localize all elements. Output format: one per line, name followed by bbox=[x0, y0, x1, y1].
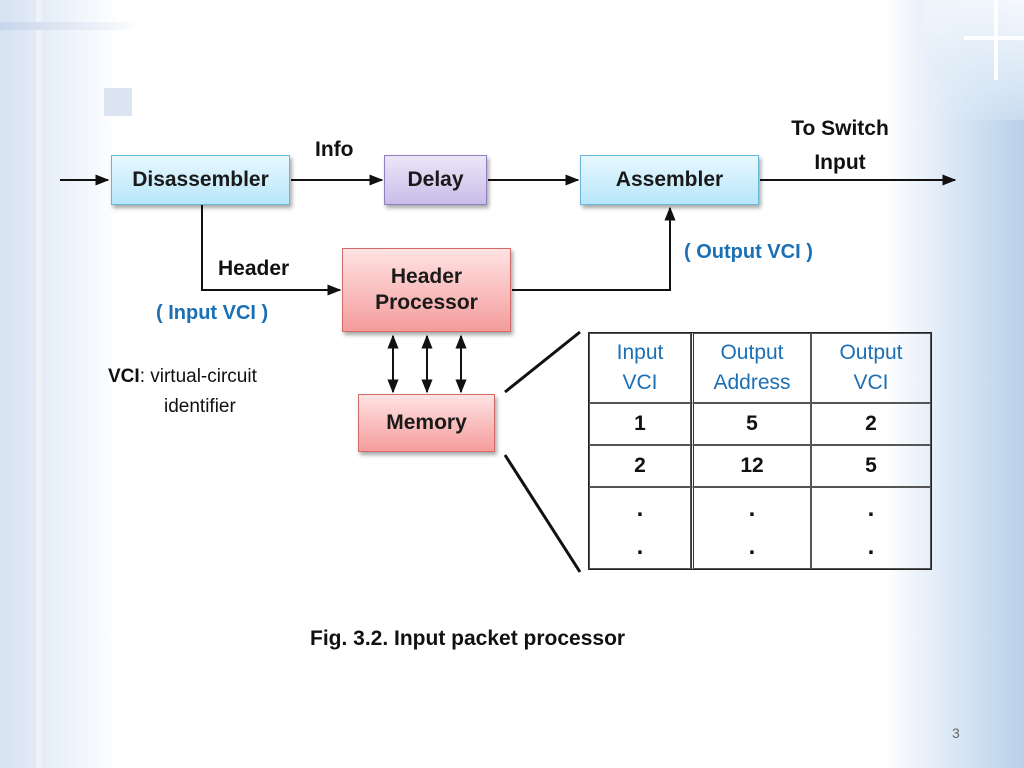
table-cell: 5 bbox=[691, 403, 811, 445]
output-vci-label: ( Output VCI ) bbox=[684, 241, 813, 263]
figure-caption: Fig. 3.2. Input packet processor bbox=[310, 627, 626, 650]
header-label: Header bbox=[218, 257, 290, 280]
header-processor-box: Header Processor bbox=[342, 248, 511, 332]
header-arrow bbox=[201, 205, 342, 296]
assembler-box: Assembler bbox=[580, 155, 759, 205]
zoom-line-top bbox=[504, 330, 581, 394]
background-square bbox=[104, 88, 132, 116]
table-cell: 2 bbox=[811, 403, 931, 445]
delay-label: Delay bbox=[407, 167, 464, 191]
table-row: 2 12 5 bbox=[589, 445, 931, 487]
background-stripe bbox=[36, 0, 42, 768]
disassembler-box: Disassembler bbox=[111, 155, 290, 205]
memory-box: Memory bbox=[358, 394, 495, 452]
background-stripe bbox=[0, 22, 140, 30]
disassembler-label: Disassembler bbox=[132, 167, 269, 191]
output-vci-arrow bbox=[512, 206, 676, 291]
background-cross-line bbox=[964, 36, 1024, 40]
zoom-line-bottom bbox=[503, 454, 582, 573]
background-cross-line bbox=[994, 0, 998, 80]
input-vci-label: ( Input VCI ) bbox=[156, 302, 269, 324]
to-switch-input-line1: To Switch bbox=[791, 117, 889, 140]
vci-term: VCI bbox=[108, 366, 140, 387]
table-cell: 2 bbox=[589, 445, 691, 487]
table-cell: 1 bbox=[589, 403, 691, 445]
header-processor-label: Header Processor bbox=[375, 264, 478, 314]
table-cell-dots: .. bbox=[589, 487, 691, 569]
vci-definition-line2: identifier bbox=[164, 396, 236, 417]
vci-definition-note: VCI: virtual-circuit identifier bbox=[108, 362, 257, 422]
table-cell: 5 bbox=[811, 445, 931, 487]
table-cell-dots: .. bbox=[811, 487, 931, 569]
table-cell-dots: .. bbox=[691, 487, 811, 569]
to-switch-input-label: To Switch Input bbox=[780, 112, 900, 180]
table-cell: 12 bbox=[691, 445, 811, 487]
table-row-continuation: .. .. .. bbox=[589, 487, 931, 569]
memory-label: Memory bbox=[386, 410, 467, 434]
background-right-glow bbox=[924, 0, 1024, 120]
table-row: 1 5 2 bbox=[589, 403, 931, 445]
assembler-label: Assembler bbox=[615, 167, 724, 191]
background-right-panel bbox=[884, 0, 1024, 768]
delay-box: Delay bbox=[384, 155, 487, 205]
vci-definition-line1: : virtual-circuit bbox=[139, 366, 257, 387]
page-number: 3 bbox=[952, 725, 960, 741]
to-switch-input-line2: Input bbox=[814, 151, 866, 174]
background-left-panel bbox=[0, 0, 120, 768]
info-label: Info bbox=[315, 138, 354, 161]
